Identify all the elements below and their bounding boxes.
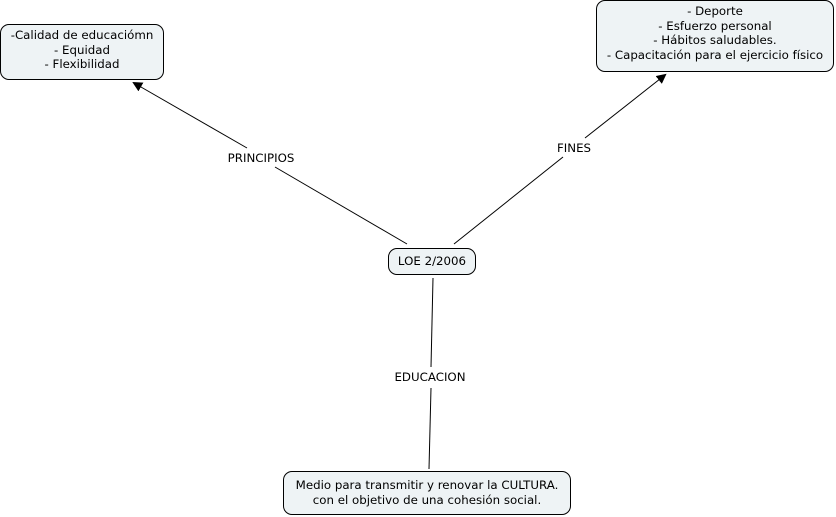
- link-line-fines-upper: [584, 73, 667, 139]
- concept-fines[interactable]: - Deporte - Esfuerzo personal - Hábitos …: [596, 0, 834, 72]
- concept-principios[interactable]: -Calidad de educaciómn - Equidad - Flexi…: [0, 24, 164, 80]
- concept-text-line: - Deporte: [687, 4, 743, 18]
- concept-text-line: - Esfuerzo personal: [658, 18, 772, 33]
- concept-medio[interactable]: Medio para transmitir y renovar la CULTU…: [283, 471, 571, 515]
- link-line-educacion-lower: [428, 387, 432, 470]
- link-line-educacion-upper: [430, 277, 434, 368]
- concept-text-line: Medio para transmitir y renovar la CULTU…: [295, 478, 559, 492]
- concept-text-line: - Equidad: [54, 42, 110, 57]
- link-label-fines[interactable]: FINES: [554, 141, 594, 155]
- concept-text-line: -Calidad de educaciómn: [10, 28, 154, 42]
- link-line-principios-upper: [132, 82, 248, 149]
- concept-text-line: con el objetivo de una cohesión social.: [312, 492, 542, 507]
- link-label-principios[interactable]: PRINCIPIOS: [225, 151, 297, 165]
- concept-central-loe[interactable]: LOE 2/2006: [388, 248, 476, 275]
- concept-text-line: - Capacitación para el ejercicio físico: [606, 47, 824, 62]
- link-line-fines-lower: [453, 156, 564, 245]
- concept-text-line: - Hábitos saludables.: [653, 33, 777, 47]
- concept-text-line: LOE 2/2006: [397, 254, 467, 268]
- link-line-principios-lower: [274, 166, 408, 245]
- link-label-educacion[interactable]: EDUCACION: [392, 370, 468, 384]
- concept-text-line: - Flexibilidad: [44, 57, 120, 71]
